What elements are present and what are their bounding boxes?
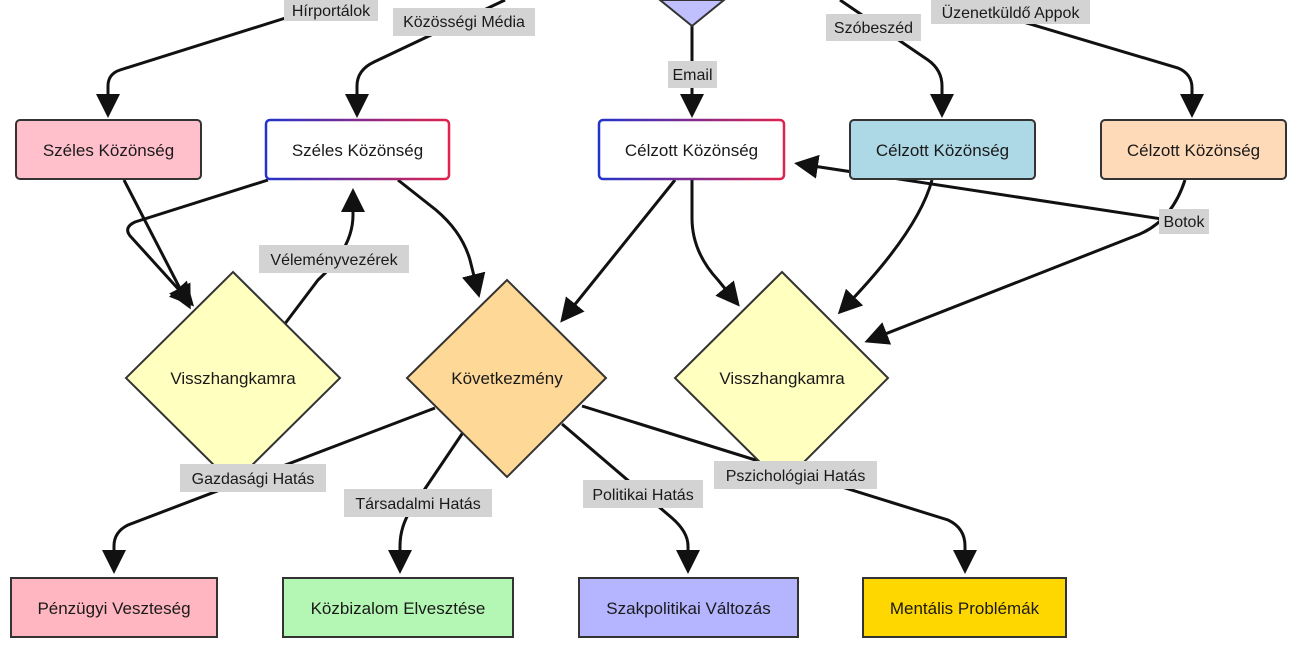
edge-broad1-to-echo1 [122,179,191,310]
node-financial-loss: Pénzügyi Veszteség [10,577,218,638]
node-label: Célzott Közönség [1127,141,1260,160]
node-label: Következmény [451,369,563,388]
svg-text:Botok: Botok [1164,214,1206,231]
node-targeted-audience-3: Célzott Közönség [1100,119,1287,180]
node-label: Mentális Problémák [890,599,1040,618]
svg-text:Közösségi Média: Közösségi Média [403,14,525,31]
node-label: Visszhangkamra [719,369,845,388]
edge-social-media [345,0,506,118]
edge-label-word-of-mouth: Szóbeszéd [826,14,921,41]
edge-targeted3-to-echo2 [864,179,1187,345]
node-echo-chamber-1: Visszhangkamra [124,270,342,486]
edge-targeted2-to-echo2 [837,179,934,315]
svg-text:Pszichológiai Hatás: Pszichológiai Hatás [726,468,866,485]
svg-text:Társadalmi Hatás: Társadalmi Hatás [355,496,480,513]
node-label: Célzott Közönség [625,141,758,160]
edge-economic-impact [102,406,436,574]
edge-label-email: Email [668,61,717,88]
svg-text:Szóbeszéd: Szóbeszéd [834,20,913,37]
edge-label-political-impact: Politikai Hatás [583,480,703,508]
edge-targeted1-to-consequence [560,179,677,323]
svg-text:Politikai Hatás: Politikai Hatás [592,487,693,504]
node-broad-audience-2: Széles Közönség [264,118,451,181]
node-consequence: Következmény [405,278,608,479]
edge-label-opinion-leaders: Véleményvezérek [259,245,409,273]
edge-political-impact [561,422,700,574]
edge-targeted1-to-echo2 [690,180,740,307]
edge-labels: Hírportálok Közösségi Média Email Szóbes… [180,0,1209,517]
node-label: Visszhangkamra [170,369,296,388]
svg-text:Gazdasági Hatás: Gazdasági Hatás [192,471,315,488]
node-targeted-audience-1: Célzott Közönség [597,118,786,181]
svg-text:Hírportálok: Hírportálok [292,3,371,20]
node-mental-problems: Mentális Problémák [862,577,1067,638]
edge-broad2-to-echo1 [126,178,269,307]
node-label: Közbizalom Elvesztése [311,599,486,618]
edge-broad2-to-consequence [397,178,486,298]
node-broad-audience-1: Széles Közönség [15,119,202,180]
node-label: Pénzügyi Veszteség [37,599,190,618]
svg-text:Véleményvezérek: Véleményvezérek [270,252,398,269]
node-loss-of-public-trust: Közbizalom Elvesztése [282,577,514,638]
edge-news-portals [96,13,296,118]
edge-label-news-portals: Hírportálok [284,0,378,21]
node-policy-change: Szakpolitikai Változás [578,577,799,638]
node-echo-chamber-2: Visszhangkamra [673,270,890,486]
node-label: Szakpolitikai Változás [606,599,770,618]
edge-label-economic-impact: Gazdasági Hatás [180,464,326,492]
node-label: Célzott Közönség [876,141,1009,160]
edge-label-social-media: Közösségi Média [393,8,535,36]
edge-psychological-impact [581,404,977,574]
node-label: Széles Közönség [43,141,174,160]
edge-label-bots: Botok [1159,209,1209,234]
node-label: Széles Közönség [292,141,423,160]
edge-label-social-impact: Társadalmi Hatás [344,489,492,517]
node-targeted-audience-2: Célzott Közönség [849,119,1036,180]
nodes: Széles Közönség Széles Közönség Célzott … [10,0,1287,638]
edge-label-psychological-impact: Pszichológiai Hatás [714,461,877,489]
source-diamond [658,0,726,28]
edge-messaging-apps [1009,16,1204,118]
svg-text:Üzenetküldő Appok: Üzenetküldő Appok [942,4,1081,22]
edge-label-messaging-apps: Üzenetküldő Appok [931,0,1090,24]
svg-text:Email: Email [672,67,712,84]
edge-word-of-mouth [839,0,954,118]
